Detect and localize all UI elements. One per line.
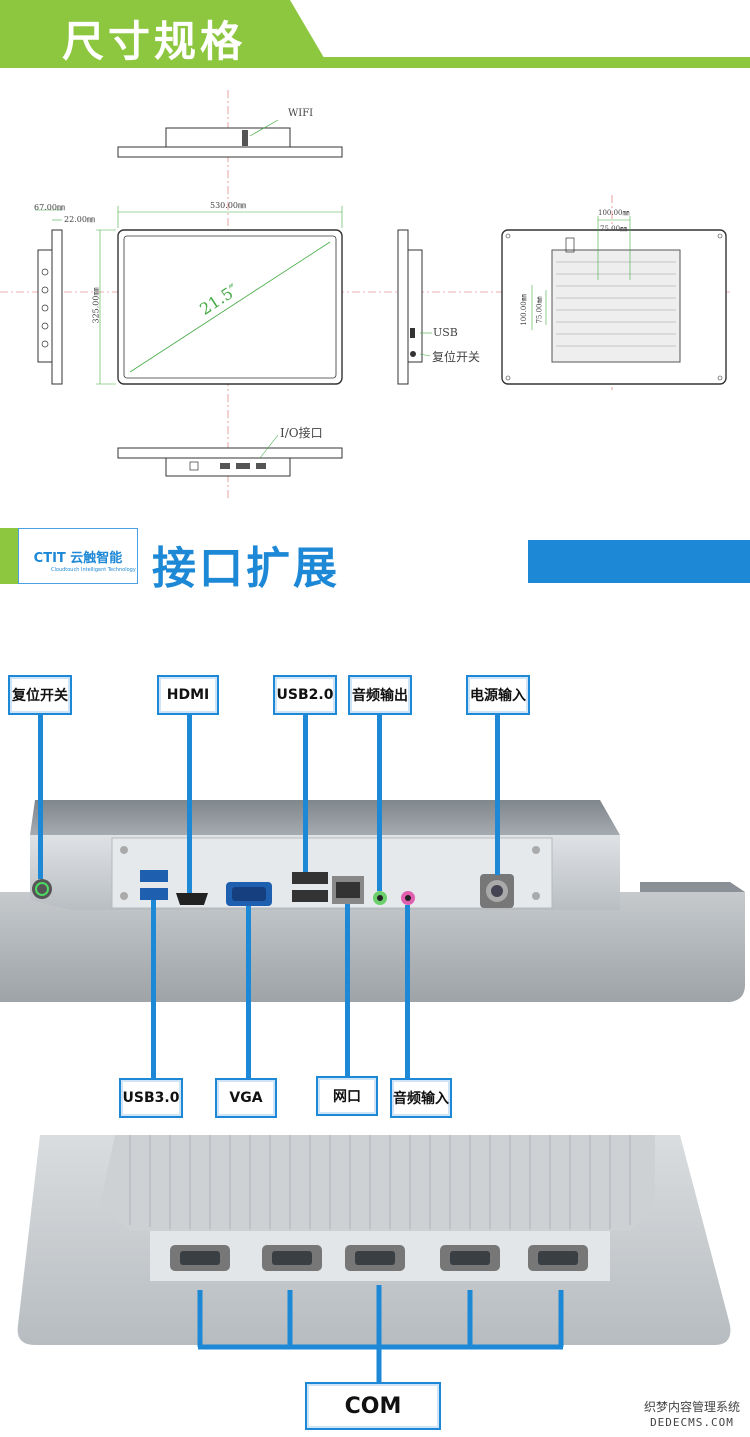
connector-line-audio-in [405,905,410,1078]
logo-side-strip [0,528,18,584]
com-diagram: COM [0,1135,750,1437]
label-audio-out: 音频输出 [348,675,412,715]
connector-line-usb30 [151,900,156,1078]
wifi-label: WIFI [288,108,314,119]
label-power-input: 电源输入 [466,675,530,715]
technical-drawing: WIFI 21.5″ 530.00㎜ 325.00㎜ 67.00㎜ 22.00㎜… [0,90,750,500]
usb-label: USB [433,326,458,339]
connector-line-audio-out [377,715,382,891]
rear-dim3-label: 100.00㎜ [519,294,528,326]
watermark-line2: DEDECMS.COM [650,1416,734,1429]
connector-line-vga [246,906,251,1078]
label-usb20: USB2.0 [273,675,337,715]
specs-header: 尺寸规格 [0,0,750,70]
height-dim-label: 325.00㎜ [91,287,101,324]
label-usb30: USB3.0 [119,1078,183,1118]
brand-logo: CTIT 云触智能 Cloudtouch Intelligent Technol… [18,528,138,584]
watermark: 织梦内容管理系统 DEDECMS.COM [638,1400,746,1430]
io-label: I/O接口 [280,426,323,440]
connector-line-power [495,715,500,875]
reset-label: 复位开关 [432,350,481,364]
specs-title: 尺寸规格 [62,17,247,66]
brand-logo-text: CTIT 云触智能 [33,550,123,566]
connector-line-hdmi [187,715,192,893]
label-lan: 网口 [316,1076,378,1116]
label-hdmi: HDMI [157,675,219,715]
depth-dim-label: 67.00㎜ [34,203,65,212]
label-vga: VGA [215,1078,277,1118]
connector-line-lan [345,904,350,1076]
connector-line-reset [38,715,43,879]
rear-dim1-label: 100.00㎜ [598,209,630,217]
label-audio-in: 音频输入 [390,1078,452,1118]
interface-photo [0,800,745,1002]
label-com: COM [305,1382,441,1430]
interfaces-title: 接口扩展 [152,543,340,594]
interfaces-header: CTIT 云触智能 Cloudtouch Intelligent Technol… [0,528,750,594]
brand-logo-sub: Cloudtouch Intelligent Technology [51,567,136,573]
specs-banner-line [300,57,750,68]
watermark-line1: 织梦内容管理系统 [643,1400,740,1414]
rear-dim2-label: 75.00㎜ [600,225,628,233]
depth-dim2-label: 22.00㎜ [64,215,95,224]
connector-line-usb20 [303,715,308,872]
specs-banner [0,0,330,68]
drawing-svg [0,90,730,500]
rear-dim4-label: 75.00㎜ [535,296,544,324]
interface-diagram: 复位开关 HDMI USB2.0 音频输出 电源输入 USB3.0 VGA 网口… [0,660,750,1130]
com-photo [17,1135,731,1383]
width-dim-label: 530.00㎜ [210,201,246,210]
interfaces-bar [528,540,750,583]
label-reset-switch: 复位开关 [8,675,72,715]
